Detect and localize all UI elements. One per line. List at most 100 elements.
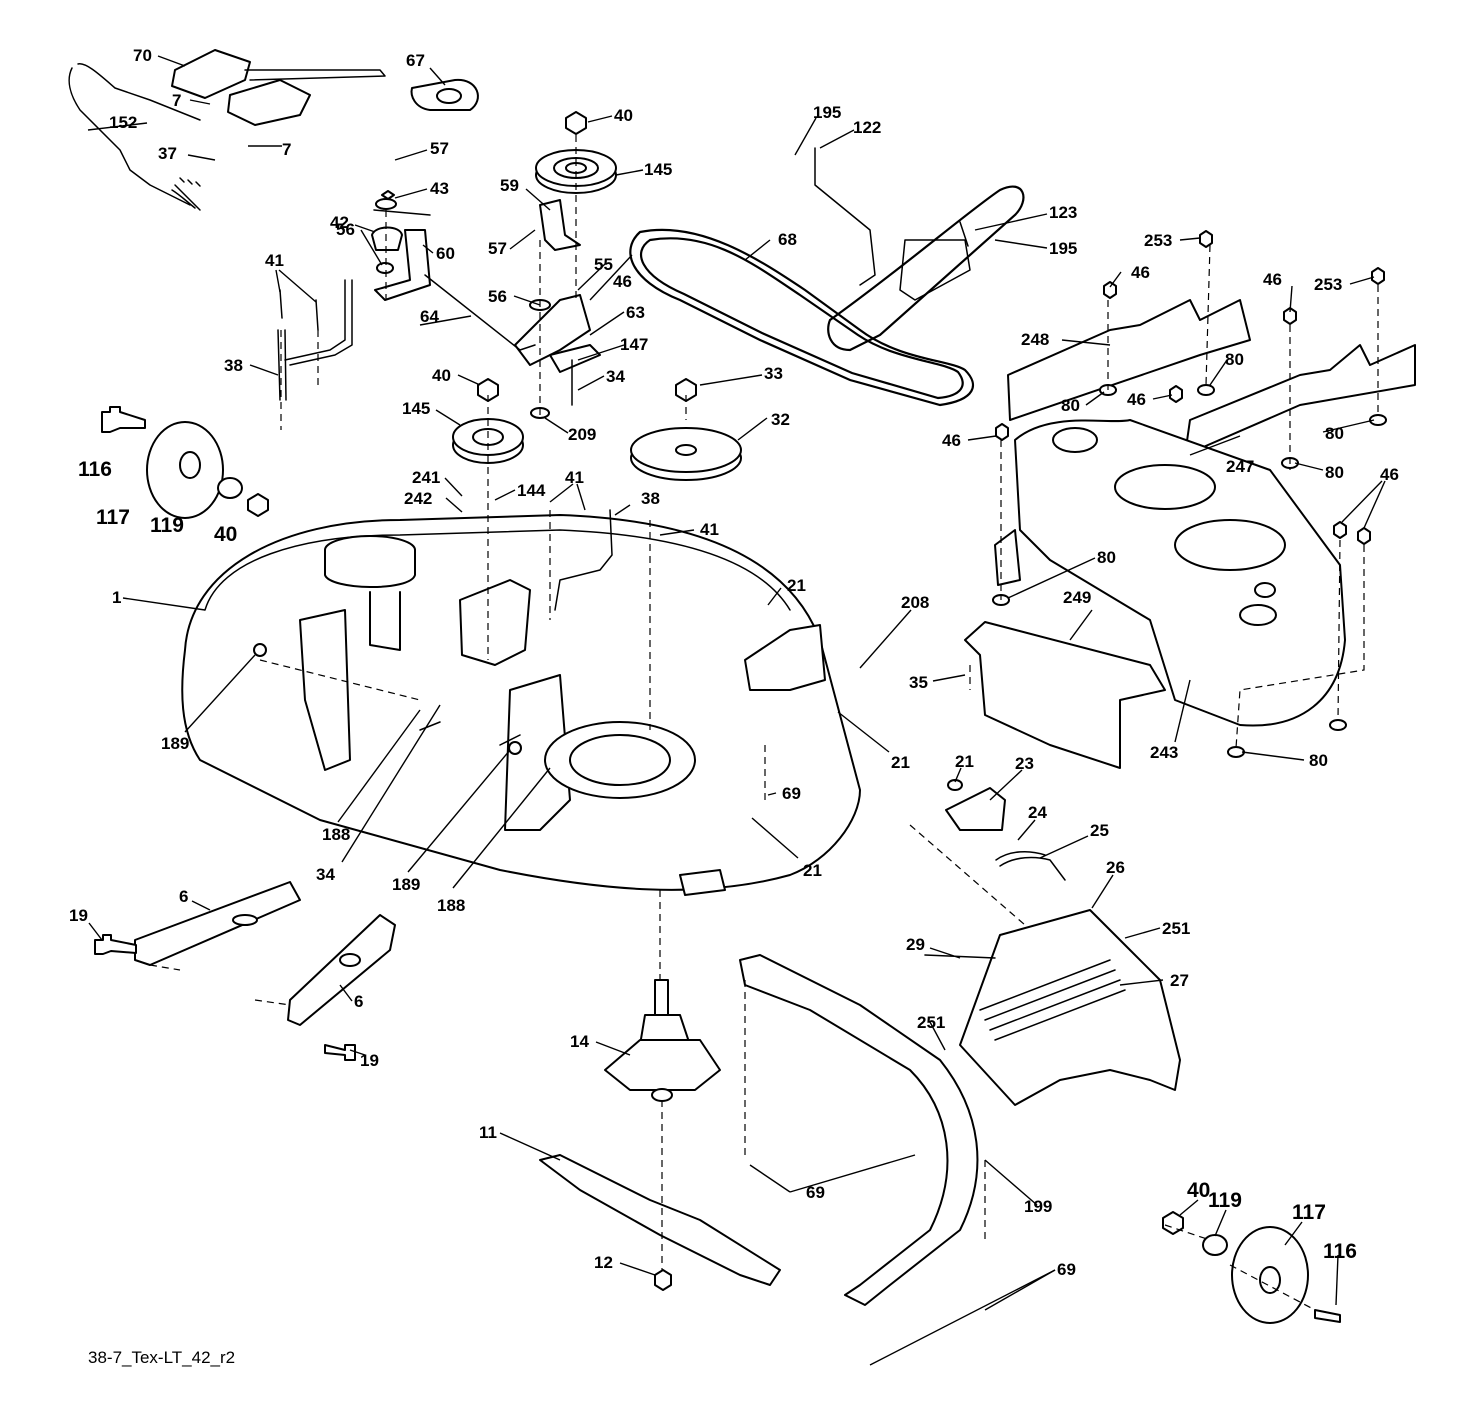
callout-208: 208: [901, 593, 929, 612]
callout-188: 188: [437, 896, 465, 915]
callout-21: 21: [803, 861, 822, 880]
lift-lever-assembly: [68, 49, 386, 211]
callout-46: 46: [1127, 390, 1146, 409]
deflector-cover: [964, 621, 1166, 769]
callout-116: 116: [78, 458, 112, 481]
callout-64: 64: [420, 307, 439, 326]
callout-199: 199: [1024, 1197, 1052, 1216]
callout-189: 189: [161, 734, 189, 753]
lift-link-rear: [287, 914, 396, 1061]
lift-knob: [410, 78, 479, 111]
mandrel-cover: [994, 419, 1346, 727]
callout-80: 80: [1097, 548, 1116, 567]
callout-122: 122: [853, 118, 881, 137]
callout-80: 80: [1309, 751, 1328, 770]
callout-38: 38: [641, 489, 660, 508]
callout-33: 33: [764, 364, 783, 383]
callout-46: 46: [613, 272, 632, 291]
belt-keeper-rods: [814, 147, 971, 301]
callout-253: 253: [1144, 231, 1172, 250]
callout-242: 242: [404, 489, 432, 508]
callout-21: 21: [787, 576, 806, 595]
callout-117: 117: [96, 506, 130, 529]
callout-25: 25: [1090, 821, 1109, 840]
callout-80: 80: [1325, 463, 1344, 482]
callout-59: 59: [500, 176, 519, 195]
callout-189: 189: [392, 875, 420, 894]
gauge-wheel-left: [101, 406, 269, 519]
callout-7: 7: [172, 91, 181, 110]
callout-7: 7: [282, 140, 291, 159]
callout-145: 145: [644, 160, 672, 179]
callout-63: 63: [626, 303, 645, 322]
callout-57: 57: [488, 239, 507, 258]
callout-195: 195: [1049, 239, 1077, 258]
callout-32: 32: [771, 410, 790, 429]
callout-67: 67: [406, 51, 425, 70]
callout-57: 57: [430, 139, 449, 158]
hanger-rod-right: [554, 509, 613, 611]
callout-80: 80: [1061, 396, 1080, 415]
callout-117: 117: [1292, 1201, 1326, 1224]
callout-40: 40: [614, 106, 633, 125]
diagram-code: 38-7_Tex-LT_42_r2: [88, 1348, 235, 1367]
callout-188: 188: [322, 825, 350, 844]
deflector-bracket: [945, 779, 1066, 881]
callout-145: 145: [402, 399, 430, 418]
callout-56: 56: [336, 220, 355, 239]
deck-lift-bracket: [371, 190, 431, 301]
callout-42: 42: [330, 213, 349, 232]
callout-40: 40: [214, 523, 237, 546]
callout-6: 6: [354, 992, 363, 1011]
callout-68: 68: [778, 230, 797, 249]
callout-41: 41: [565, 468, 584, 487]
mower-blade: [539, 1154, 781, 1286]
callout-43: 43: [430, 179, 449, 198]
callout-11: 11: [479, 1123, 497, 1142]
callout-80: 80: [1225, 350, 1244, 369]
callout-35: 35: [909, 673, 928, 692]
callout-19: 19: [69, 906, 88, 925]
callout-labels: 70 67 7 7 152 37 40 57 43 145 195 122 59…: [69, 46, 1399, 1279]
callout-24: 24: [1028, 803, 1047, 822]
callout-40: 40: [432, 366, 451, 385]
callout-46: 46: [942, 431, 961, 450]
hanger-rod-left: [277, 279, 353, 401]
callout-34: 34: [316, 865, 335, 884]
callout-249: 249: [1063, 588, 1091, 607]
callout-251: 251: [1162, 919, 1190, 938]
callout-46: 46: [1263, 270, 1282, 289]
spindle-assembly: [604, 979, 721, 1102]
callout-144: 144: [517, 481, 546, 500]
hardware-washers: [992, 230, 1387, 758]
callout-253: 253: [1314, 275, 1342, 294]
blade-bolt: [654, 1269, 672, 1291]
callout-46: 46: [1131, 263, 1150, 282]
callout-116: 116: [1323, 1240, 1357, 1263]
callout-209: 209: [568, 425, 596, 444]
callout-119: 119: [1208, 1189, 1242, 1212]
leader-lines: [87, 55, 1386, 1366]
callout-56: 56: [488, 287, 507, 306]
callout-69: 69: [806, 1183, 825, 1202]
idler-arm-bracket: [514, 199, 601, 419]
lift-link-front: [94, 881, 301, 966]
callout-12: 12: [594, 1253, 613, 1272]
callout-70: 70: [133, 46, 152, 65]
callout-26: 26: [1106, 858, 1125, 877]
belt-cover-247: [1184, 344, 1416, 456]
callout-21: 21: [955, 752, 974, 771]
callout-243: 243: [1150, 743, 1178, 762]
callout-251: 251: [917, 1013, 945, 1032]
callout-41: 41: [700, 520, 719, 539]
callout-21: 21: [891, 753, 910, 772]
callout-27: 27: [1170, 971, 1189, 990]
deck-lift-rod: [424, 274, 536, 351]
callout-195: 195: [813, 103, 841, 122]
deck-guard: [739, 954, 979, 1306]
callout-40: 40: [1187, 1179, 1210, 1202]
gauge-wheel-right: [1162, 1211, 1341, 1324]
callout-60: 60: [436, 244, 455, 263]
mower-deck: [181, 514, 861, 896]
